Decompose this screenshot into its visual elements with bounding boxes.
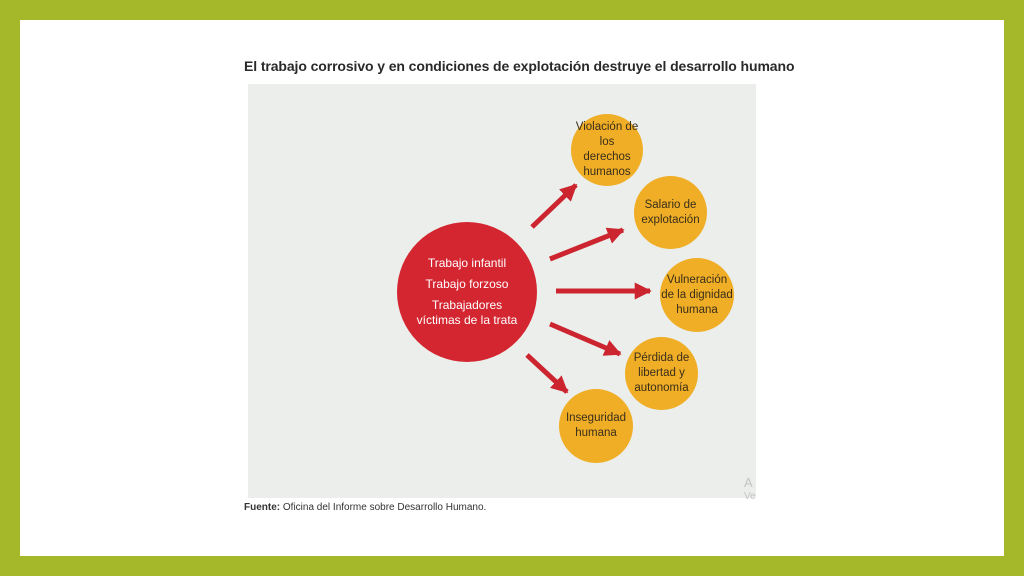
outcome-node: Vulneración de la dignidad humana (660, 258, 734, 332)
center-node: Trabajo infantil Trabajo forzoso Trabaja… (397, 222, 537, 362)
outcome-label: Violación de los derechos humanos (575, 121, 639, 178)
watermark-line-2: Ve (744, 491, 756, 502)
source-note: Fuente: Oficina del Informe sobre Desarr… (244, 502, 486, 513)
center-item-child-labor: Trabajo infantil (427, 256, 507, 270)
center-item-trafficking: Trabajadores víctimas de la trata (416, 298, 518, 327)
figure-title: El trabajo corrosivo y en condiciones de… (244, 58, 795, 74)
arrow-to-violacion (530, 183, 578, 229)
arrow-to-perdida (549, 321, 622, 357)
outcome-node: Salario de explotación (634, 176, 707, 249)
outcome-node: Pérdida de libertad y autonomía (625, 337, 698, 410)
outcome-label: Salario de explotación (641, 198, 700, 226)
watermark-line-1: A (744, 475, 753, 490)
slide: El trabajo corrosivo y en condiciones de… (20, 20, 1004, 556)
outcome-label: Pérdida de libertad y autonomía (633, 352, 690, 394)
outcome-label: Vulneración de la dignidad humana (661, 273, 733, 316)
outcome-node: Violación de los derechos humanos (571, 114, 643, 186)
center-item-forced-labor: Trabajo forzoso (425, 277, 509, 291)
source-text: Oficina del Informe sobre Desarrollo Hum… (282, 502, 487, 513)
watermark: A Ve (744, 476, 756, 504)
arrow-to-inseguridad (525, 353, 569, 394)
outcome-label: Inseguridad humana (565, 412, 627, 439)
arrows-layer (525, 183, 652, 394)
source-label: Fuente: (244, 502, 281, 513)
outcome-node: Inseguridad humana (559, 389, 633, 463)
arrow-to-salario (549, 227, 625, 262)
